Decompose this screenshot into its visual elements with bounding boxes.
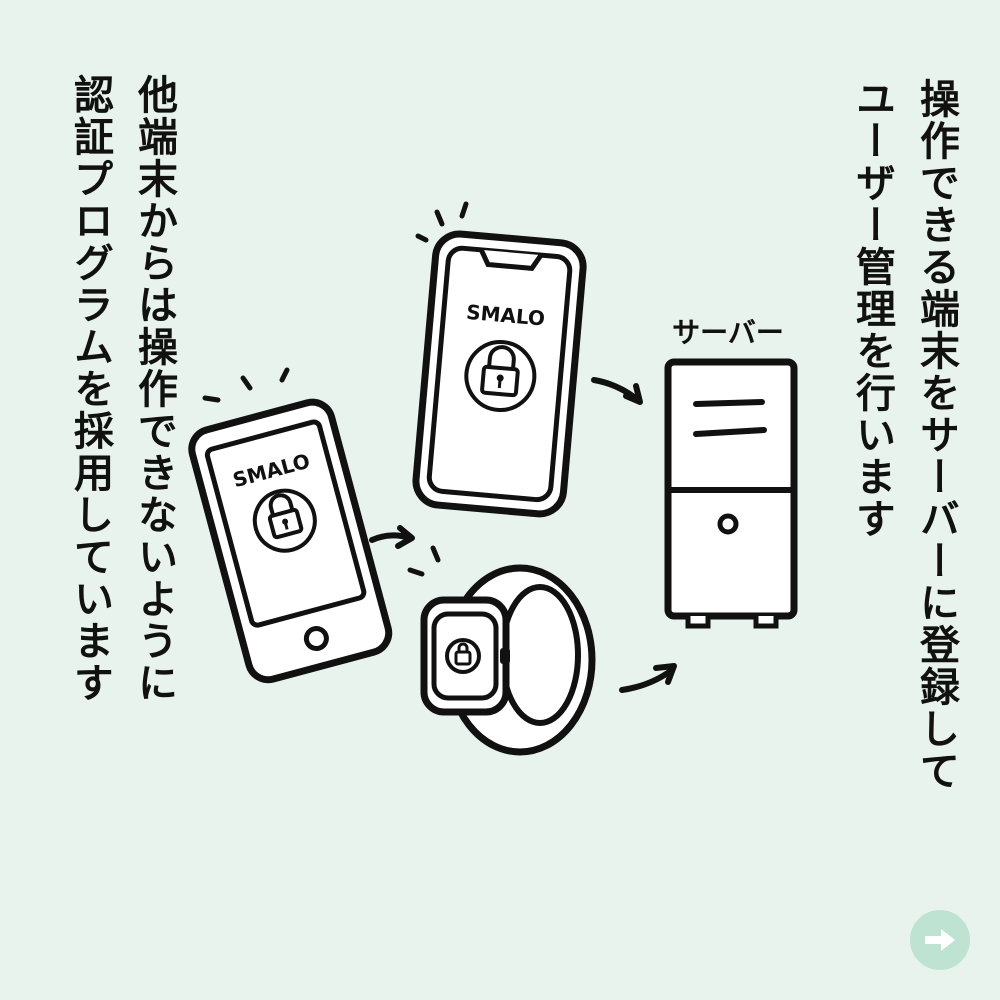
arrow-icon xyxy=(622,666,674,690)
arrow-right-icon xyxy=(923,927,957,953)
smartphone-left: SMALO xyxy=(187,398,393,684)
arrow-icon xyxy=(594,380,640,402)
smartwatch xyxy=(424,568,592,752)
arrow-icon xyxy=(372,528,412,546)
sparkle-lines-left xyxy=(205,370,287,400)
smartphone-center: SMALO xyxy=(414,232,585,516)
sparkle-lines-watch xyxy=(410,548,438,574)
lock-icon xyxy=(447,640,479,672)
next-page-button[interactable] xyxy=(910,910,970,970)
server-label: サーバー xyxy=(672,316,784,349)
server: サーバー xyxy=(668,316,794,626)
